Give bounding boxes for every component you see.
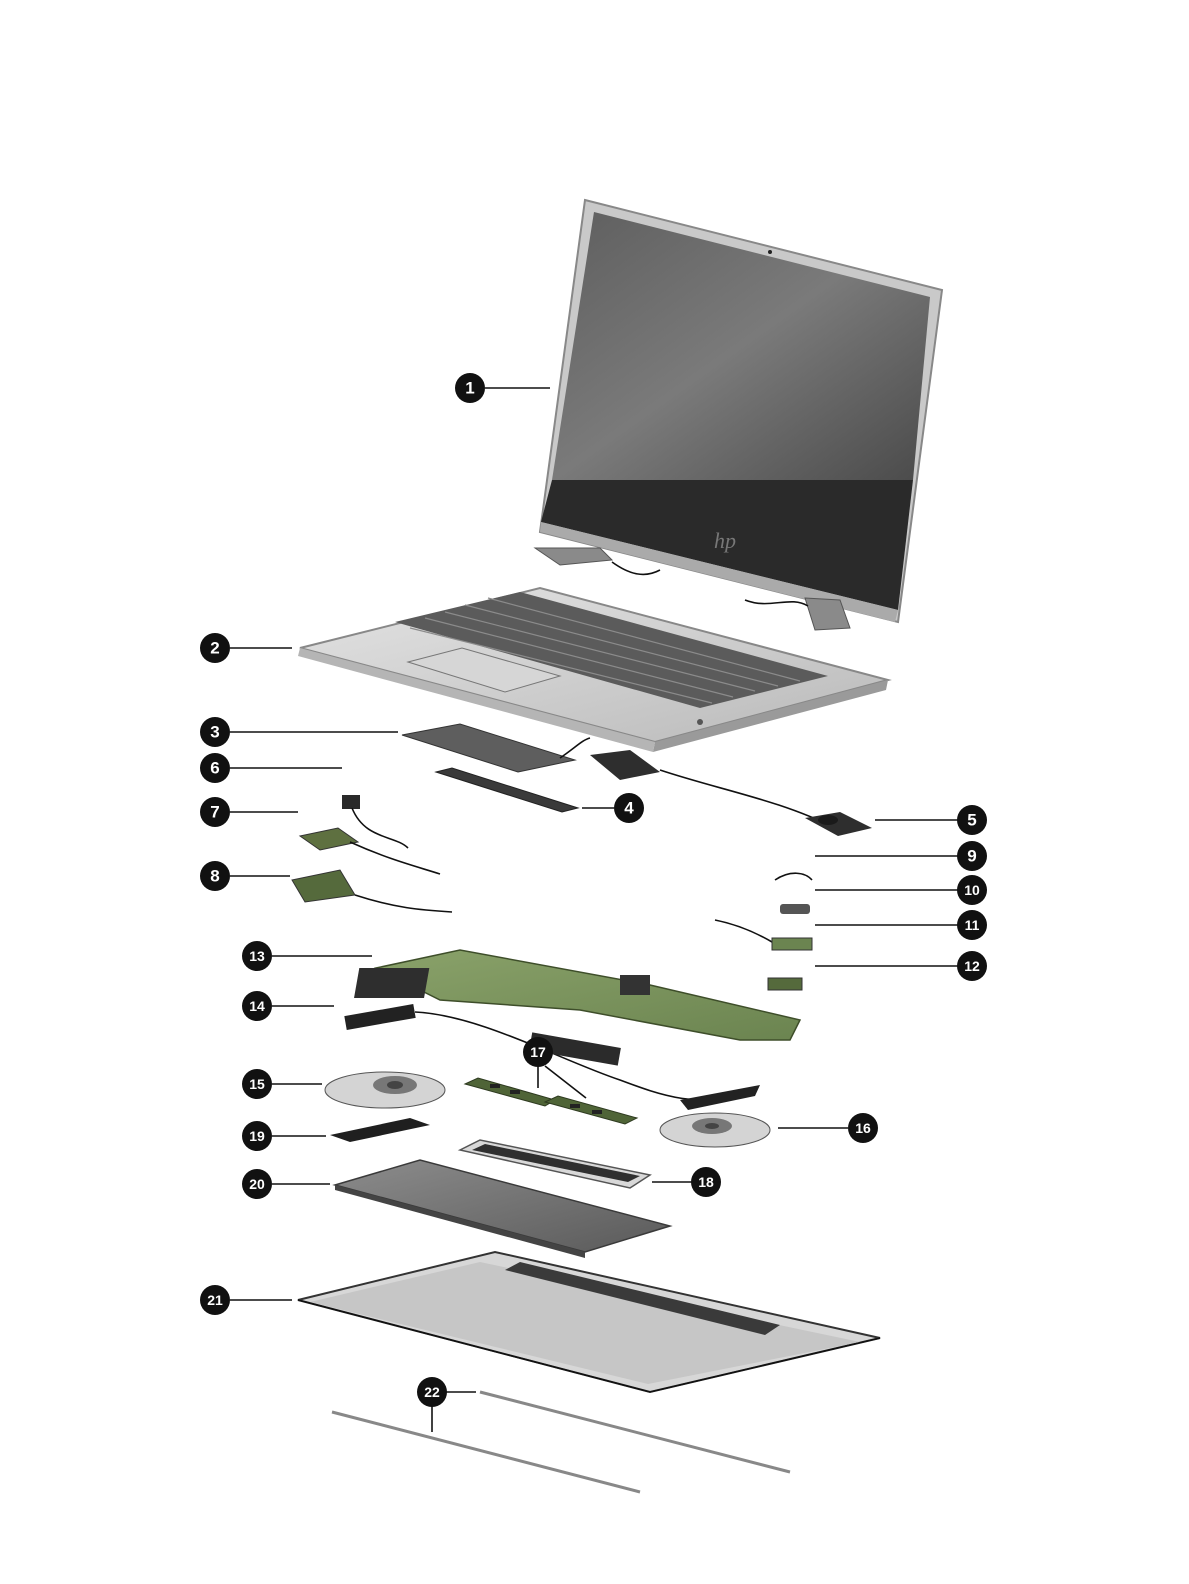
fan-left	[325, 1072, 445, 1108]
svg-text:16: 16	[855, 1120, 871, 1136]
rubber-feet	[332, 1392, 790, 1492]
wlan-module	[768, 978, 802, 990]
svg-text:21: 21	[207, 1292, 223, 1308]
solid-state-drive	[330, 1118, 430, 1142]
callout-13: 13	[242, 941, 272, 971]
svg-text:7: 7	[210, 803, 219, 822]
usb-board	[300, 828, 440, 874]
callout-4: 4	[614, 793, 644, 823]
antenna-cable	[775, 873, 812, 880]
callout-12: 12	[957, 951, 987, 981]
system-board	[354, 950, 800, 1040]
svg-text:6: 6	[210, 759, 219, 778]
svg-text:22: 22	[424, 1384, 440, 1400]
svg-text:9: 9	[967, 847, 976, 866]
callout-5: 5	[957, 805, 987, 835]
callout-19: 19	[242, 1121, 272, 1151]
svg-text:20: 20	[249, 1176, 265, 1192]
svg-text:18: 18	[698, 1174, 714, 1190]
svg-text:10: 10	[964, 882, 980, 898]
svg-text:8: 8	[210, 867, 219, 886]
small-bracket	[780, 904, 810, 914]
callout-7: 7	[200, 797, 230, 827]
audio-board	[292, 870, 452, 912]
callout-2: 2	[200, 633, 230, 663]
callout-15: 15	[242, 1069, 272, 1099]
callout-9: 9	[957, 841, 987, 871]
svg-text:14: 14	[249, 998, 265, 1014]
callout-1: 1	[455, 373, 485, 403]
bottom-cover	[298, 1252, 880, 1392]
callout-21: 21	[200, 1285, 230, 1315]
svg-text:12: 12	[964, 958, 980, 974]
svg-text:2: 2	[210, 639, 219, 658]
sensor-board	[715, 920, 812, 950]
svg-text:1: 1	[465, 379, 474, 398]
svg-text:17: 17	[530, 1044, 546, 1060]
callout-18: 18	[691, 1167, 721, 1197]
display-assembly: hp	[535, 200, 942, 630]
callout-6: 6	[200, 753, 230, 783]
fan-right	[660, 1113, 770, 1147]
memory-modules	[465, 1078, 637, 1124]
svg-text:11: 11	[965, 917, 980, 933]
callout-16: 16	[848, 1113, 878, 1143]
callout-20: 20	[242, 1169, 272, 1199]
callout-22: 22	[417, 1377, 447, 1407]
touchpad-module	[402, 724, 590, 772]
svg-text:hp: hp	[714, 528, 736, 553]
callout-11: 11	[957, 910, 987, 940]
svg-text:5: 5	[967, 811, 976, 830]
callout-14: 14	[242, 991, 272, 1021]
top-cover-keyboard	[298, 588, 888, 752]
callout-10: 10	[957, 875, 987, 905]
touchpad-bracket	[436, 768, 578, 812]
svg-text:4: 4	[624, 799, 634, 818]
svg-text:15: 15	[249, 1076, 265, 1092]
callout-8: 8	[200, 861, 230, 891]
svg-text:13: 13	[249, 948, 265, 964]
callout-3: 3	[200, 717, 230, 747]
svg-text:19: 19	[249, 1128, 265, 1144]
callout-17: 17	[523, 1037, 553, 1067]
speaker-assembly	[590, 750, 872, 836]
svg-text:3: 3	[210, 723, 219, 742]
